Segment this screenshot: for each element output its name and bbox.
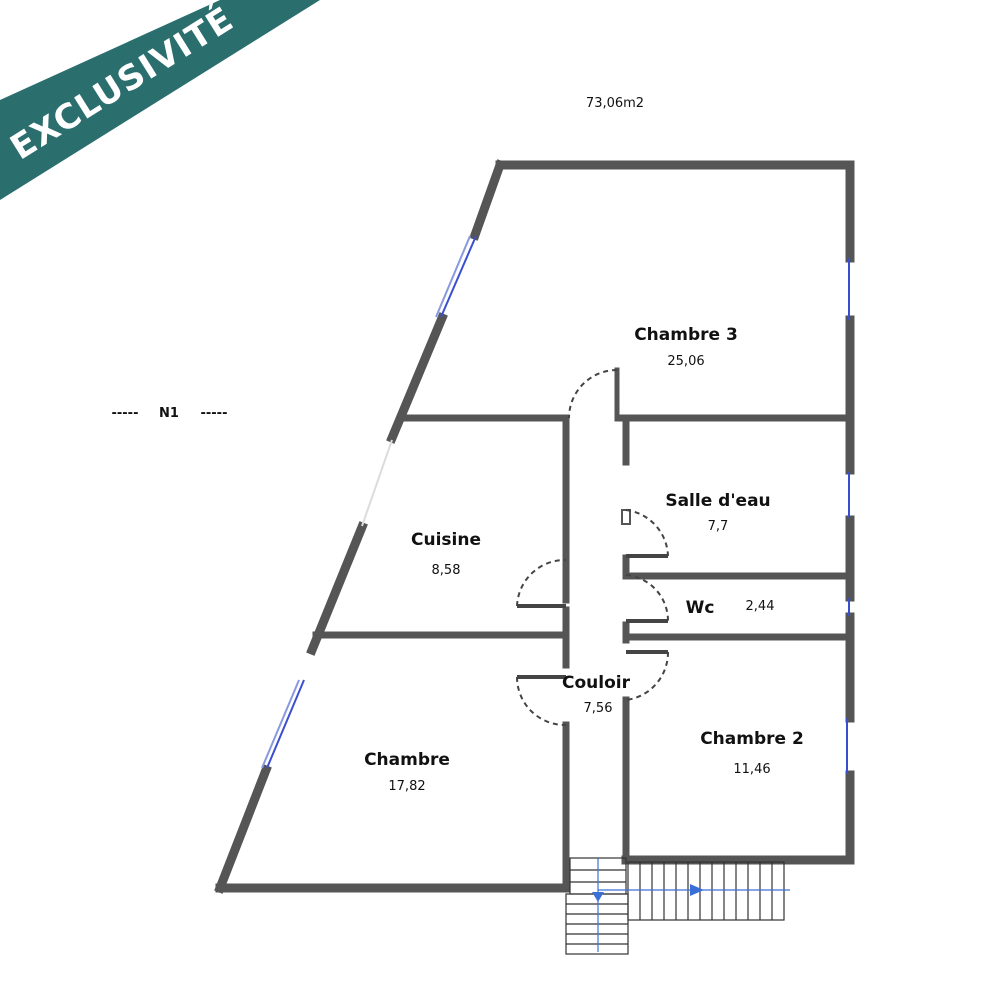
- room-area-couloir: 7,56: [584, 701, 613, 716]
- door-chambre2: [625, 651, 670, 701]
- arrow-down-icon: [592, 892, 604, 902]
- room-name-salle-eau: Salle d'eau: [665, 491, 770, 511]
- room-area-cuisine: 8,58: [432, 563, 461, 578]
- room-area-chambre3: 25,06: [667, 354, 704, 369]
- room-area-chambre2: 11,46: [733, 762, 770, 777]
- windows: [261, 235, 850, 774]
- wall-slant-4: [214, 764, 272, 894]
- window-slant-top: [440, 235, 477, 318]
- level-dashes-left: -----: [112, 406, 139, 421]
- wall-slant-1: [469, 159, 506, 241]
- salle-eau-fixture: [621, 509, 631, 525]
- window-slant-bottom: [266, 679, 305, 769]
- room-name-couloir: Couloir: [562, 673, 631, 693]
- room-name-chambre2: Chambre 2: [700, 729, 804, 749]
- wall-slant-2: [386, 312, 448, 444]
- door-chambre: [516, 676, 567, 727]
- door-chambre3: [568, 369, 618, 419]
- room-area-chambre: 17,82: [388, 779, 425, 794]
- exclusivite-badge: EXCLUSIVITÉ: [0, 0, 320, 200]
- door-wc: [625, 574, 670, 622]
- room-area-wc: 2,44: [746, 599, 775, 614]
- door-salle-eau: [625, 509, 669, 557]
- doors: [516, 369, 670, 727]
- room-name-chambre: Chambre: [364, 750, 450, 770]
- level-dashes-right: -----: [201, 406, 228, 421]
- room-area-salle-eau: 7,7: [708, 519, 729, 534]
- room-name-chambre3: Chambre 3: [634, 325, 738, 345]
- arrow-right-icon: [690, 884, 704, 896]
- room-name-cuisine: Cuisine: [411, 530, 481, 550]
- stairs-right: [627, 861, 785, 921]
- walls: [214, 159, 855, 894]
- level-label: N1: [159, 406, 179, 421]
- room-name-wc: Wc: [686, 598, 715, 618]
- door-cuisine: [516, 558, 567, 607]
- window-slant-mid: [361, 439, 393, 527]
- level-marker: ----- N1 -----: [112, 406, 228, 421]
- stairs: [565, 857, 790, 955]
- total-area: 73,06m2: [586, 96, 644, 111]
- wall-slant-3: [306, 521, 368, 656]
